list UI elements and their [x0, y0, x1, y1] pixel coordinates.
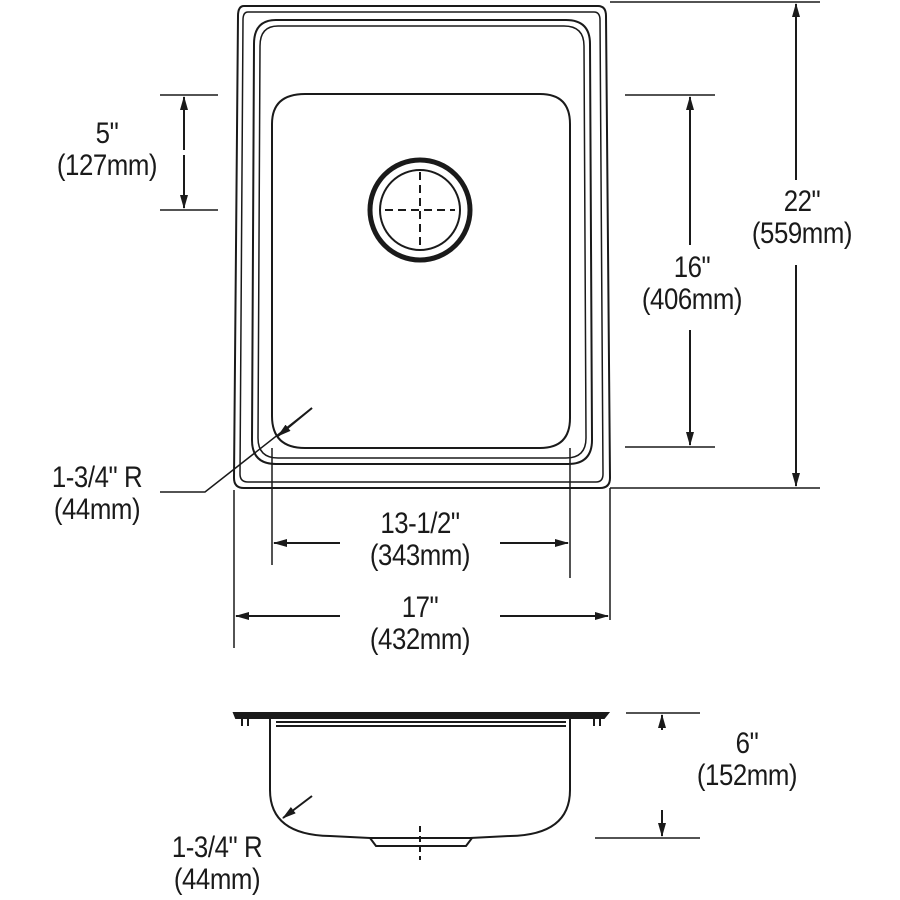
- dim-label-mm: (127mm): [56, 149, 158, 182]
- dim-label-inches: 1-3/4" R: [171, 831, 263, 864]
- dim-label-mm: (559mm): [751, 217, 853, 250]
- dim-6in: 6" (152mm): [683, 728, 812, 792]
- dim-label-mm: (44mm): [53, 493, 141, 526]
- dim-label-inches: 17": [401, 591, 439, 624]
- dim-5in: 5" (127mm): [34, 118, 180, 182]
- sink-outer-rim: [232, 5, 612, 489]
- side-flange: [232, 712, 611, 719]
- dim-radius-side: 1-3/4" R (44mm): [153, 832, 282, 896]
- dim-label-mm: (432mm): [369, 623, 471, 656]
- dim-label-inches: 22": [783, 185, 821, 218]
- dim-label-inches: 1-3/4" R: [51, 461, 143, 494]
- dim-17in: 17" (432mm): [351, 592, 489, 656]
- dim-16in: 16" (406mm): [623, 252, 761, 316]
- dim-label-mm: (343mm): [369, 539, 471, 572]
- dim-radius-top: 1-3/4" R (44mm): [33, 462, 162, 526]
- drain-inner: [379, 169, 461, 251]
- dim-13-5in: 13-1/2" (343mm): [351, 508, 489, 572]
- dim-label-mm: (44mm): [173, 863, 261, 896]
- side-bowl: [269, 718, 571, 839]
- dim-label-inches: 13-1/2": [380, 507, 460, 540]
- dim-label-mm: (406mm): [641, 283, 743, 316]
- dim-label-inches: 5": [95, 117, 119, 150]
- dim-22in: 22" (559mm): [733, 186, 871, 250]
- drain-outer: [367, 157, 473, 263]
- dim-label-inches: 16": [673, 251, 711, 284]
- sink-inner-rim: [250, 19, 594, 465]
- dim-label-mm: (152mm): [696, 759, 798, 792]
- bowl-bottom: [271, 93, 571, 449]
- dim-label-inches: 6": [735, 727, 759, 760]
